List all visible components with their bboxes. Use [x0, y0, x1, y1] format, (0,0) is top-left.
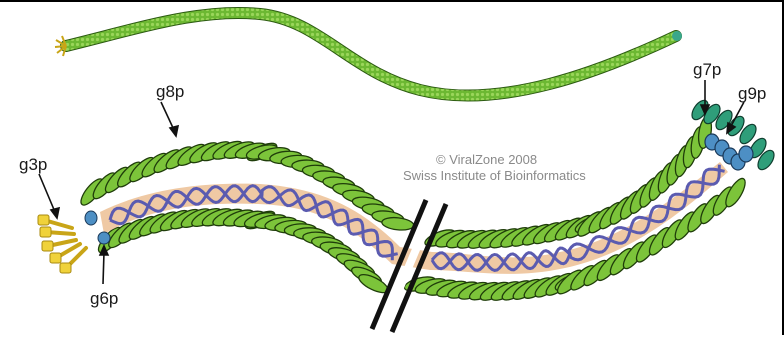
credit-line-1: © ViralZone 2008 [436, 152, 537, 168]
g8p-subunit [381, 216, 414, 231]
g3p-head [50, 253, 61, 263]
g9p-subunit [739, 146, 753, 162]
g3p-head [40, 227, 51, 237]
g3p-head [38, 215, 49, 225]
credit-line-2: Swiss Institute of Bioinformatics [403, 168, 586, 184]
g3p-head [60, 263, 71, 273]
label-g9p: g9p [738, 84, 766, 104]
overview-g3p-tuft [55, 36, 66, 56]
g8p-coat-upper [77, 116, 713, 252]
label-g8p: g8p [156, 82, 184, 102]
overview-virion [55, 13, 682, 96]
g3p-head [42, 241, 53, 251]
g3p-protein [38, 215, 86, 273]
label-g3p: g3p [19, 155, 47, 175]
label-g7p: g7p [693, 60, 721, 80]
overview-tip [672, 31, 682, 41]
label-g6p: g6p [90, 289, 118, 309]
